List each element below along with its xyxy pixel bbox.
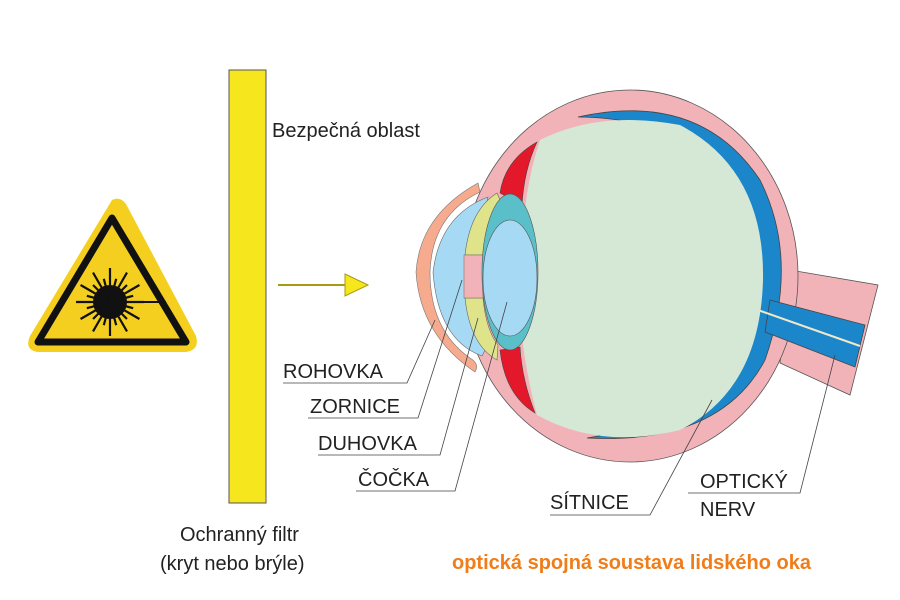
laser-ray (92, 272, 111, 303)
pupil-label: ZORNICE (310, 396, 400, 418)
arrow-right-icon (278, 273, 370, 297)
laser-ray (109, 272, 128, 303)
caption: optická spojná soustava lidského oka (452, 552, 812, 574)
laser-ray (80, 301, 111, 320)
laser-ray (109, 301, 140, 320)
leader-lines (283, 279, 836, 516)
optic-nerve (764, 299, 866, 368)
iris-label: DUHOVKA (318, 433, 417, 455)
laser-ray (109, 284, 140, 303)
filter-label: Ochranný filtr (180, 524, 299, 546)
lens (482, 219, 538, 337)
vitreous-body (520, 120, 764, 438)
lens-label: ČOČKA (358, 469, 430, 491)
laser-warning-icon (28, 198, 197, 352)
laser-ray (109, 301, 128, 332)
retina-label: SÍTNICE (550, 492, 629, 514)
cornea (415, 182, 481, 373)
laser-ray (80, 284, 111, 303)
safe-zone-label: Bezpečná oblast (272, 120, 420, 142)
pupil (463, 254, 484, 299)
cornea-label: ROHOVKA (283, 361, 384, 383)
laser-ray (92, 301, 111, 332)
protective-filter (228, 69, 267, 504)
optic-nerve-label-2: NERV (700, 499, 756, 521)
iris-red-bottom (499, 346, 536, 414)
laser-ray (109, 294, 134, 304)
filter-sublabel: (kryt nebo brýle) (160, 553, 305, 575)
optic-nerve-label: OPTICKÝ (700, 471, 788, 493)
